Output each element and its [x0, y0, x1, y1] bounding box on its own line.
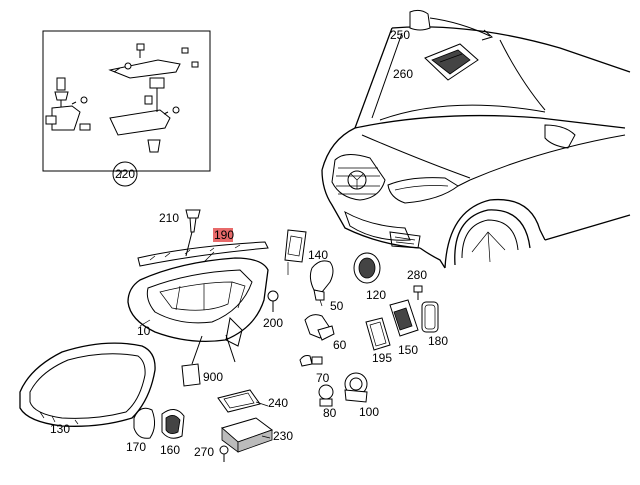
- label-170: 170: [126, 440, 146, 454]
- label-280: 280: [407, 268, 427, 282]
- headlamp-assembly: [127, 241, 269, 363]
- label-210: 210: [159, 211, 179, 225]
- label-260: 260: [393, 67, 413, 81]
- label-230: 230: [273, 429, 293, 443]
- part-180-seal: [421, 301, 439, 333]
- label-50: 50: [330, 299, 344, 313]
- label-160: 160: [160, 443, 180, 457]
- inset-bolt-top: [136, 43, 145, 58]
- part-240-gasket: [217, 389, 261, 413]
- label-220-circle: [112, 161, 138, 187]
- label-195: 195: [372, 351, 392, 365]
- label-270: 270: [194, 445, 214, 459]
- part-210-clip: [185, 209, 201, 257]
- label-900: 900: [203, 370, 223, 384]
- label-240: 240: [268, 396, 288, 410]
- part-60-bulb: [304, 314, 335, 341]
- label-180: 180: [428, 334, 448, 348]
- label-190: 190: [214, 228, 234, 242]
- leader-lines: [119, 169, 289, 439]
- label-70: 70: [316, 371, 330, 385]
- part-150-module: [389, 299, 419, 337]
- label-150: 150: [398, 343, 418, 357]
- car-front-illustration: [321, 26, 631, 269]
- part-160-motor: [161, 409, 185, 439]
- part-170-gasket: [133, 407, 156, 439]
- label-10: 10: [137, 324, 151, 338]
- label-100: 100: [359, 405, 379, 419]
- part-labels: 10 50 60 70 80 100 120 130 140 150 160 1…: [50, 28, 448, 459]
- part-140-gasket: [284, 229, 307, 263]
- part-200-screw: [267, 290, 279, 312]
- part-120-cap: [353, 252, 381, 284]
- label-200: 200: [263, 316, 283, 330]
- label-80: 80: [323, 406, 337, 420]
- mounting-kit-inset: [42, 30, 211, 172]
- label-220: 220: [115, 167, 135, 181]
- label-60: 60: [333, 338, 347, 352]
- part-230-control-unit: [220, 417, 274, 453]
- label-140: 140: [308, 248, 328, 262]
- label-130: 130: [50, 422, 70, 436]
- part-50-bulb: [309, 260, 334, 307]
- part-100-socket: [344, 372, 368, 403]
- part-195-seal: [365, 317, 391, 351]
- part-250-sensor: [409, 9, 494, 41]
- part-260-module: [424, 43, 479, 81]
- label-120: 120: [366, 288, 386, 302]
- part-270-screw: [219, 445, 229, 462]
- part-280-screw: [413, 285, 423, 300]
- part-70-bulb: [299, 355, 323, 367]
- headlamp-lens: [19, 342, 156, 427]
- highlight-190: [213, 228, 233, 242]
- label-250: 250: [390, 28, 410, 42]
- part-80-bulb: [318, 384, 334, 407]
- part-900-label: [181, 335, 203, 387]
